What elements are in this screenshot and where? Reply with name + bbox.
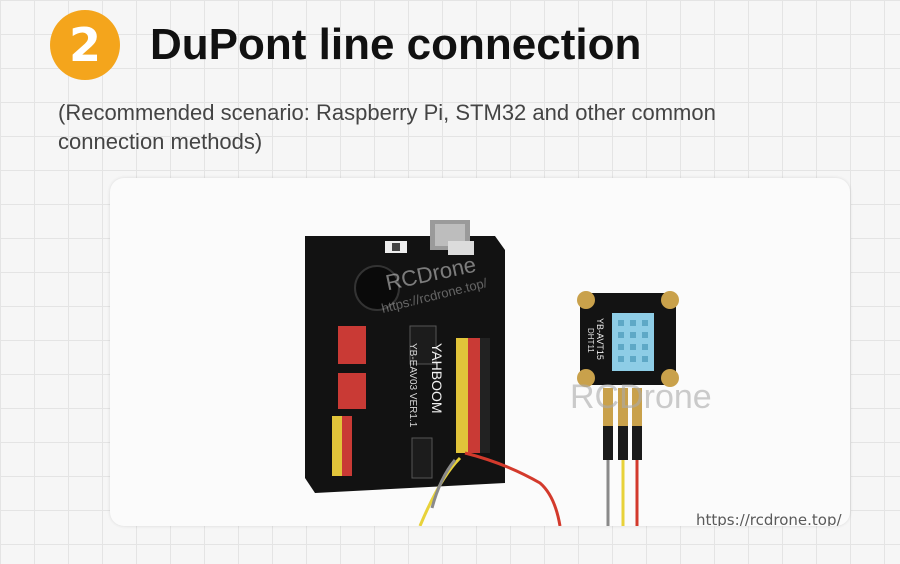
page-title: DuPont line connection — [150, 20, 642, 69]
wiring-illustration: YAHBOOM YB-EAV03 VER1.1 YB-AVT15 DHT11 — [305, 220, 679, 526]
dht11-sensor-module: YB-AVT15 DHT11 — [577, 291, 679, 460]
page-subtitle: (Recommended scenario: Raspberry Pi, STM… — [58, 100, 716, 154]
board-label: YAHBOOM — [429, 343, 445, 414]
dupont-wires — [418, 451, 639, 526]
watermark-text: RCDrone — [570, 378, 712, 416]
connection-photo: YAHBOOM YB-EAV03 VER1.1 YB-AVT15 DHT11 — [110, 178, 850, 526]
step-number-badge: 2 — [50, 10, 120, 80]
sensor-id-label: DHT11 — [586, 328, 595, 353]
expansion-board: YAHBOOM YB-EAV03 VER1.1 — [305, 220, 505, 493]
board-model-label: YB-EAV03 VER1.1 — [407, 343, 418, 428]
watermark-url: https://rcdrone.top/ — [696, 511, 842, 526]
sensor-model-label: YB-AVT15 — [595, 318, 605, 360]
